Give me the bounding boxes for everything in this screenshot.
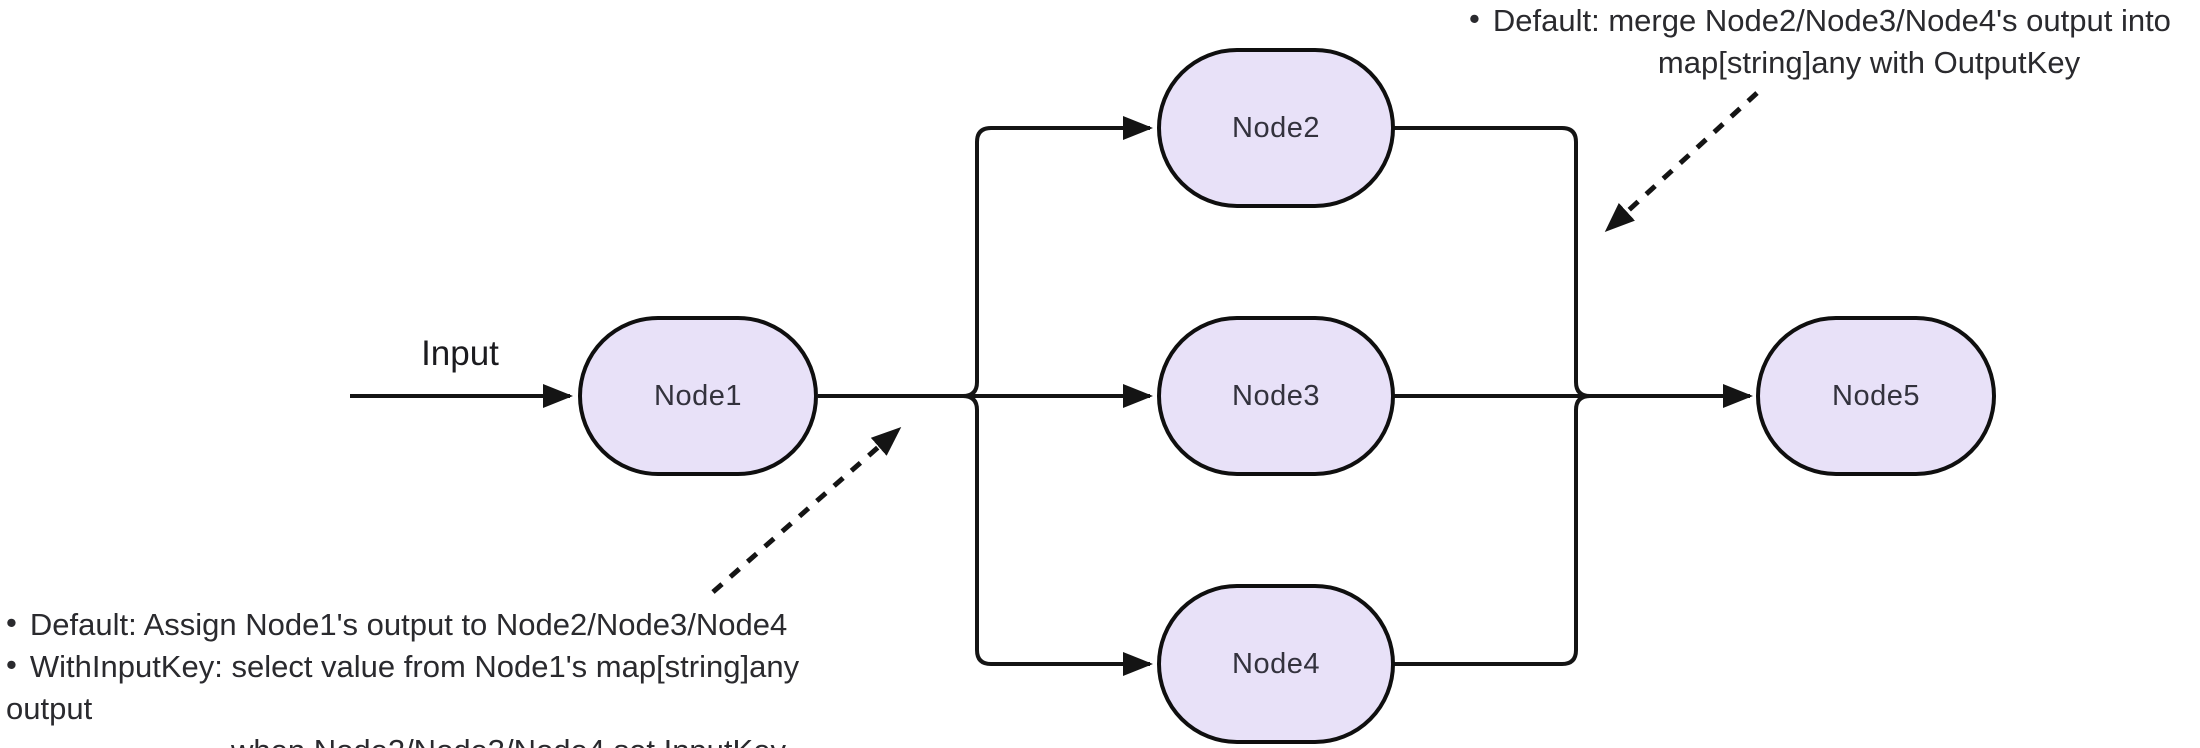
node-node5-label: Node5 xyxy=(1832,379,1920,412)
edge-node4-merge xyxy=(1394,394,1591,666)
node-node2-label: Node2 xyxy=(1232,111,1320,144)
dashed-arrow-output-note xyxy=(1604,91,1759,233)
annotation-input-note: • Default: Assign Node1's output to Node2… xyxy=(6,604,886,748)
node-node2: Node2 xyxy=(1157,48,1395,208)
annotation-merge-line2: map[string]any with OutputKey xyxy=(1657,45,2081,80)
node-node4: Node4 xyxy=(1157,584,1395,744)
annotation-merge-line1: • Default: merge Node2/Node3/Node4's outp… xyxy=(1440,0,2200,42)
node-node5: Node5 xyxy=(1756,316,1996,476)
annotation-input-line3: when Node2/Node3/Node4 set InputKey xyxy=(231,730,886,748)
annotation-merge-note: • Default: merge Node2/Node3/Node4's outp… xyxy=(1440,0,2200,84)
annotation-merge-line1-text: Default: merge Node2/Node3/Node4's outpu… xyxy=(1492,3,2171,38)
bullet-icon: • xyxy=(1469,1,1480,36)
annotation-input-line1-text: Default: Assign Node1's output to Node2/… xyxy=(29,607,788,642)
node-node4-label: Node4 xyxy=(1232,647,1320,680)
edge-node2-merge xyxy=(1394,126,1591,398)
dashed-arrow-input-note xyxy=(711,427,902,594)
annotation-input-line2-text: WithInputKey: select value from Node1's … xyxy=(6,649,800,726)
edge-node1-node2 xyxy=(818,116,1153,398)
annotation-input-line2: •WithInputKey: select value from Node1's… xyxy=(6,646,886,730)
node-node1: Node1 xyxy=(578,316,818,476)
bullet-icon: • xyxy=(6,605,17,640)
bullet-icon: • xyxy=(6,647,17,682)
node-node3: Node3 xyxy=(1157,316,1395,476)
annotation-input-line1: • Default: Assign Node1's output to Node2… xyxy=(6,604,886,646)
edge-node1-node4 xyxy=(818,394,1153,676)
node-node3-label: Node3 xyxy=(1232,379,1320,412)
node-node1-label: Node1 xyxy=(654,379,742,412)
input-label: Input xyxy=(421,334,499,373)
